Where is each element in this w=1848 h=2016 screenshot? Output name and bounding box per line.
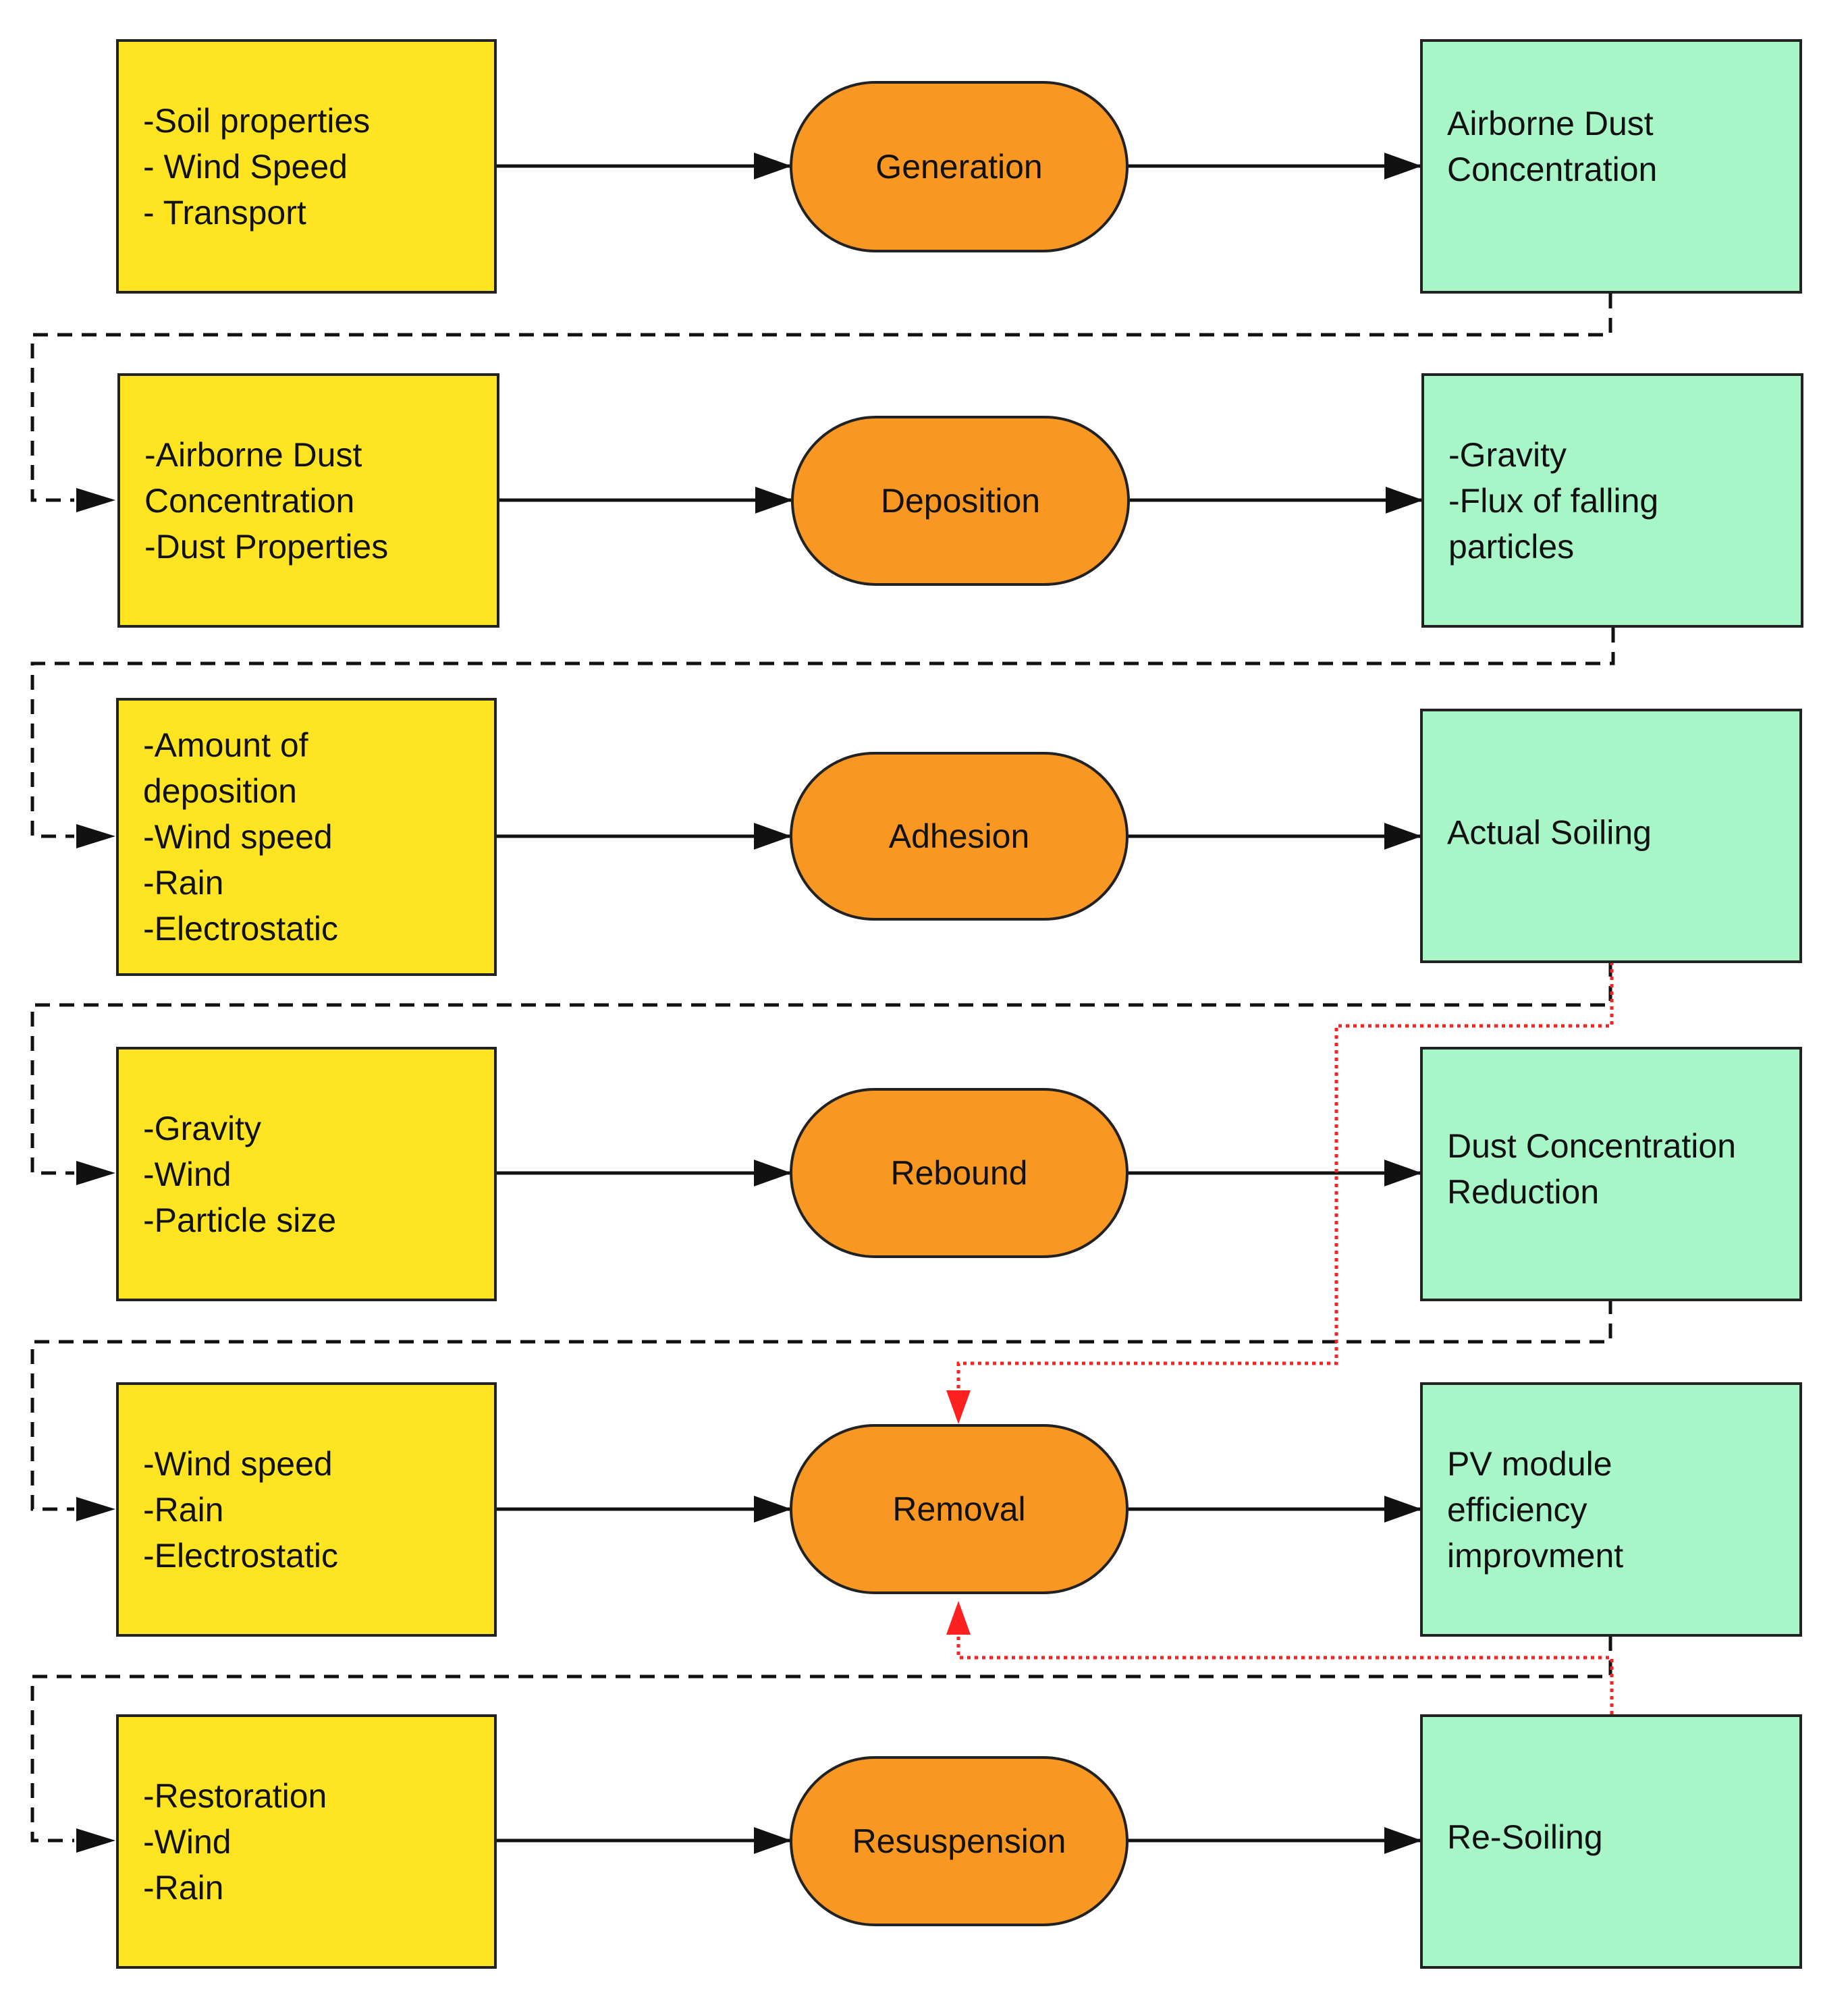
output-box-actual-soiling: Actual Soiling	[1420, 709, 1802, 963]
input-item: -Airborne Dust	[144, 435, 362, 474]
output-box-pv-module-efficiency: PV module efficiency improvment	[1420, 1382, 1802, 1637]
input-list-generation: -Soil properties - Wind Speed - Transpor…	[143, 98, 486, 236]
input-box-rebound: -Gravity -Wind -Particle size	[116, 1047, 497, 1301]
output-line: Airborne Dust	[1447, 104, 1654, 142]
dashed-link-row1-to-row2	[30, 294, 1612, 502]
dashed-arrowhead-row5	[76, 1497, 115, 1521]
input-item: -Rain	[143, 1490, 224, 1529]
output-text: PV module efficiency improvment	[1447, 1441, 1791, 1579]
input-box-adhesion: -Amount of deposition -Wind speed -Rain …	[116, 698, 497, 976]
output-box-dust-concentration-reduction: Dust Concentration Reduction	[1420, 1047, 1802, 1301]
input-item: -Particle size	[143, 1201, 337, 1239]
input-item: -Amount of	[143, 726, 308, 764]
dashed-link-row2-to-row3	[30, 628, 1615, 838]
process-deposition: Deposition	[791, 416, 1130, 586]
input-item: -Electrostatic	[143, 910, 338, 948]
output-box-gravity-flux: -Gravity -Flux of falling particles	[1421, 373, 1803, 628]
input-box-removal: -Wind speed -Rain -Electrostatic	[116, 1382, 497, 1637]
process-resuspension: Resuspension	[790, 1756, 1129, 1926]
dashed-arrowhead-row4	[76, 1161, 115, 1185]
output-line: Actual Soiling	[1447, 813, 1652, 852]
input-item: -Wind	[143, 1155, 232, 1193]
input-item: - Wind Speed	[143, 147, 348, 186]
process-removal: Removal	[790, 1424, 1129, 1594]
red-dotted-link-resoiling-to-removal	[956, 1635, 1614, 1714]
output-text: -Gravity -Flux of falling particles	[1448, 432, 1793, 570]
input-item: -Soil properties	[143, 101, 371, 140]
output-box-re-soiling: Re-Soiling	[1420, 1714, 1802, 1969]
input-item: -Wind speed	[143, 818, 333, 856]
red-arrowhead-up-into-removal	[946, 1601, 971, 1635]
input-list-deposition: -Airborne Dust Concentration -Dust Prope…	[144, 432, 489, 570]
output-line: improvment	[1447, 1536, 1624, 1575]
output-line: efficiency	[1447, 1490, 1587, 1529]
output-text: Re-Soiling	[1447, 1814, 1791, 1860]
red-dotted-link-actual-soiling-to-removal	[956, 962, 1614, 1390]
output-line: Concentration	[1447, 150, 1658, 188]
output-text: Actual Soiling	[1447, 809, 1791, 855]
dashed-arrowhead-row6	[76, 1828, 115, 1853]
output-line: Dust Concentration	[1447, 1126, 1737, 1165]
red-arrowhead-down-into-removal	[946, 1390, 971, 1424]
output-box-airborne-dust-concentration: Airborne Dust Concentration	[1420, 39, 1802, 294]
process-generation: Generation	[790, 81, 1129, 252]
input-item: -Restoration	[143, 1776, 327, 1815]
input-item: -Gravity	[143, 1109, 261, 1147]
input-box-resuspension: -Restoration -Wind -Rain	[116, 1714, 497, 1969]
input-item: -Rain	[143, 1868, 224, 1907]
output-text: Airborne Dust Concentration	[1447, 101, 1791, 192]
input-item: -Rain	[143, 864, 224, 902]
output-line: PV module	[1447, 1444, 1612, 1483]
dashed-arrowhead-row3	[76, 824, 115, 848]
input-item: Concentration	[144, 481, 355, 520]
output-text: Dust Concentration Reduction	[1447, 1122, 1791, 1214]
input-list-removal: -Wind speed -Rain -Electrostatic	[143, 1441, 486, 1579]
input-item: -Electrostatic	[143, 1536, 338, 1575]
process-adhesion: Adhesion	[790, 752, 1129, 921]
input-item: -Dust Properties	[144, 527, 389, 566]
input-item: -Wind	[143, 1822, 232, 1861]
input-box-deposition: -Airborne Dust Concentration -Dust Prope…	[117, 373, 499, 628]
input-item: - Transport	[143, 193, 306, 231]
process-rebound: Rebound	[790, 1088, 1129, 1258]
input-box-generation: -Soil properties - Wind Speed - Transpor…	[116, 39, 497, 294]
output-line: Reduction	[1447, 1172, 1600, 1211]
input-item: -Wind speed	[143, 1444, 333, 1483]
dashed-arrowhead-row2	[76, 488, 115, 512]
input-list-rebound: -Gravity -Wind -Particle size	[143, 1106, 486, 1243]
output-line: Re-Soiling	[1447, 1818, 1603, 1856]
input-list-resuspension: -Restoration -Wind -Rain	[143, 1773, 486, 1911]
input-item: deposition	[143, 772, 297, 810]
input-list-adhesion: -Amount of deposition -Wind speed -Rain …	[143, 722, 486, 952]
dashed-link-row4-to-row5	[30, 1299, 1612, 1511]
output-line: particles	[1448, 527, 1575, 566]
dashed-link-row3-to-row4	[30, 962, 1612, 1175]
output-line: -Gravity	[1448, 435, 1567, 474]
output-line: -Flux of falling	[1448, 481, 1659, 520]
dashed-link-row5-to-row6	[30, 1636, 1612, 1843]
